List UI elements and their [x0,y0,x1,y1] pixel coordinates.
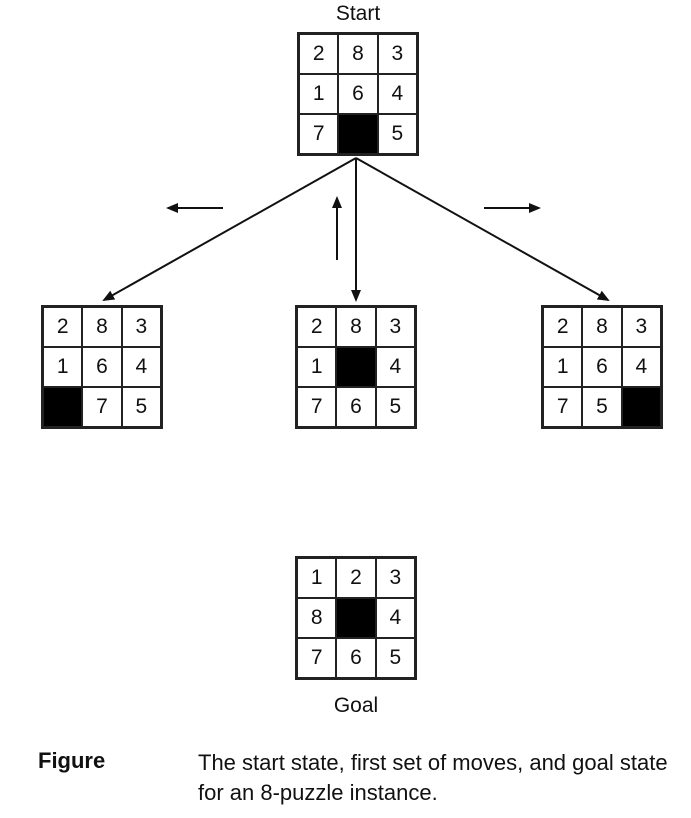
puzzle-tile: 8 [82,307,122,347]
blank-tile [336,347,376,387]
puzzle-tile: 4 [621,347,661,387]
arrow-to-right-board [355,157,610,301]
puzzle-tile: 6 [582,347,622,387]
puzzle-tile: 7 [82,387,122,427]
puzzle-tile: 7 [543,387,583,427]
puzzle-tile: 6 [336,638,376,678]
blank-tile [621,387,661,427]
puzzle-tile: 6 [82,347,122,387]
puzzle-tile: 8 [582,307,622,347]
puzzle-tile: 4 [377,74,417,114]
puzzle-tile: 5 [377,114,417,154]
puzzle-tile: 5 [121,387,161,427]
puzzle-tile: 4 [121,347,161,387]
puzzle-tile: 7 [297,638,337,678]
puzzle-tile: 4 [375,347,415,387]
puzzle-tile: 1 [43,347,83,387]
puzzle-tile: 3 [377,34,417,74]
puzzle-tile: 2 [43,307,83,347]
figure-caption-text: The start state, first set of moves, and… [198,750,668,805]
puzzle-tile: 5 [582,387,622,427]
puzzle-tile: 3 [621,307,661,347]
puzzle-tile: 4 [375,598,415,638]
puzzle-tile: 2 [299,34,339,74]
blank-tile [336,598,376,638]
puzzle-tile: 5 [375,638,415,678]
start-label: Start [335,2,381,25]
puzzle-tile: 3 [375,558,415,598]
puzzle-tile: 1 [297,347,337,387]
puzzle-tile: 8 [336,307,376,347]
puzzle-tile: 6 [338,74,378,114]
blank-tile [43,387,83,427]
puzzle-tile: 3 [121,307,161,347]
puzzle-tile: 1 [299,74,339,114]
puzzle-tile: 5 [375,387,415,427]
puzzle-tile: 8 [338,34,378,74]
puzzle-tile: 3 [375,307,415,347]
blank-tile [338,114,378,154]
puzzle-tile: 2 [543,307,583,347]
puzzle-tile: 7 [299,114,339,154]
puzzle-tile: 7 [297,387,337,427]
puzzle-tile: 2 [297,307,337,347]
goal-label: Goal [333,694,379,717]
figure-caption-tag: Figure [38,748,106,773]
puzzle-tile: 6 [336,387,376,427]
puzzle-tile: 2 [336,558,376,598]
arrow-to-left-board [102,157,357,301]
puzzle-tile: 8 [297,598,337,638]
puzzle-tile: 1 [297,558,337,598]
puzzle-tile: 1 [543,347,583,387]
